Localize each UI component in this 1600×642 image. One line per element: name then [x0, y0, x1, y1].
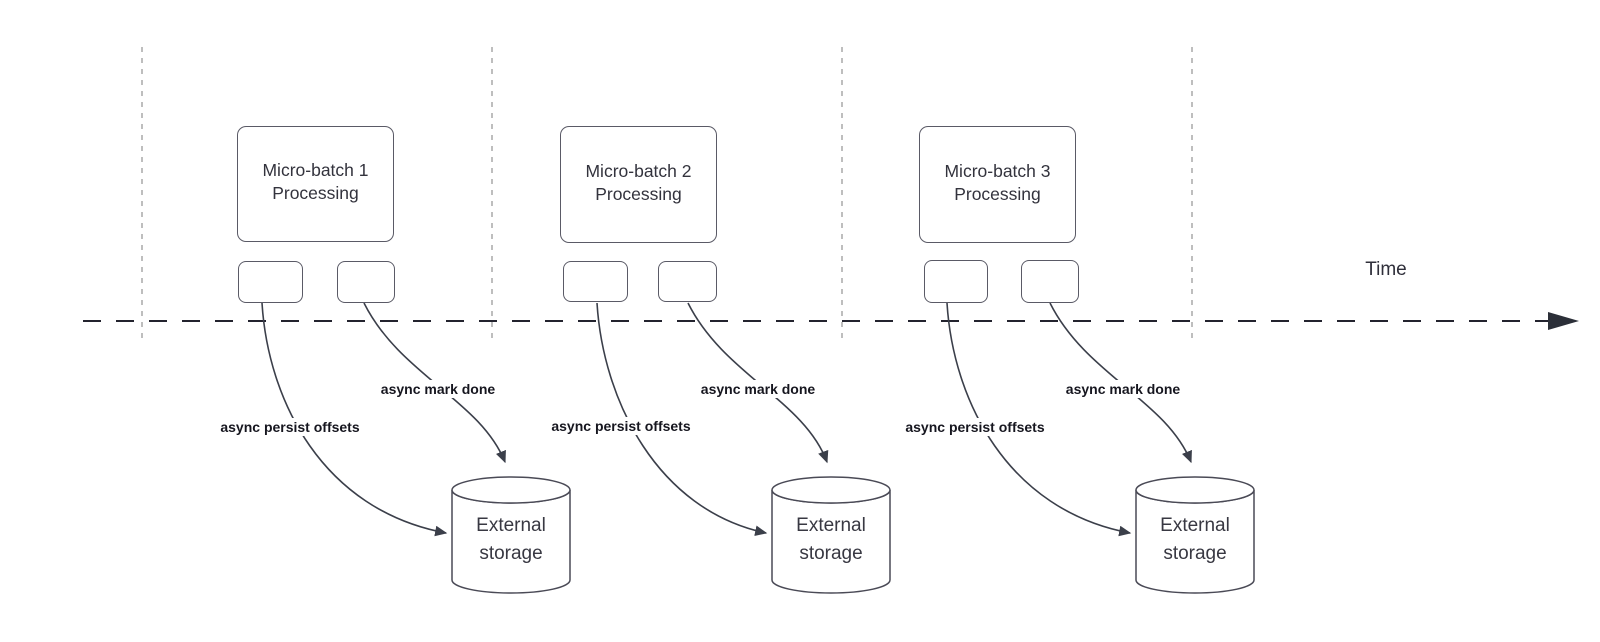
time-axis-arrowhead: [1548, 312, 1579, 330]
external-storage-label-3: External storage: [1136, 512, 1254, 568]
time-axis-label: Time: [1365, 259, 1407, 280]
done-source-box-2: [658, 261, 717, 302]
done-source-box-3: [1021, 260, 1079, 303]
external-storage-cylinder-2: [771, 476, 891, 594]
persist-offsets-arrow-2: [596, 302, 768, 537]
persist-offsets-arrow-1: [261, 302, 448, 537]
micro-batch-3-title-line2: Processing: [954, 183, 1041, 204]
mark-done-label-2: async mark done: [696, 380, 820, 398]
persist-source-box-1: [238, 261, 303, 303]
done-source-box-1: [337, 261, 395, 303]
external-storage-label-2: External storage: [772, 512, 890, 568]
external-storage-label-1-line2: storage: [479, 543, 543, 564]
micro-batch-2-processing-box: Micro-batch 2 Processing: [560, 126, 717, 243]
external-storage-label-1: External storage: [452, 512, 570, 568]
external-storage-label-3-line1: External: [1160, 515, 1230, 536]
external-storage-label-2-line2: storage: [799, 543, 863, 564]
persist-offsets-label-3: async persist offsets: [901, 418, 1049, 436]
micro-batch-3-processing-box: Micro-batch 3 Processing: [919, 126, 1076, 243]
mark-done-label-3: async mark done: [1061, 380, 1185, 398]
external-storage-label-3-line2: storage: [1163, 543, 1227, 564]
external-storage-cylinder-3: [1135, 476, 1255, 594]
persist-offsets-label-2: async persist offsets: [547, 417, 695, 435]
external-storage-cylinder-1: [451, 476, 571, 594]
micro-batch-2-title-line2: Processing: [595, 183, 682, 204]
persist-offsets-label-1: async persist offsets: [216, 418, 364, 436]
mark-done-label-1: async mark done: [376, 380, 500, 398]
micro-batch-1-title-line1: Micro-batch 1: [262, 160, 369, 180]
persist-source-box-3: [924, 260, 988, 303]
micro-batch-2-title-line1: Micro-batch 2: [585, 160, 692, 181]
external-storage-label-2-line1: External: [796, 515, 866, 536]
micro-batch-1-title-line2: Processing: [272, 183, 359, 203]
persist-source-box-2: [563, 261, 628, 302]
micro-batch-3-title-line1: Micro-batch 3: [944, 160, 1051, 181]
external-storage-label-1-line1: External: [476, 515, 546, 536]
micro-batch-1-processing-box: Micro-batch 1 Processing: [237, 126, 394, 242]
persist-offsets-arrow-3: [946, 302, 1132, 537]
